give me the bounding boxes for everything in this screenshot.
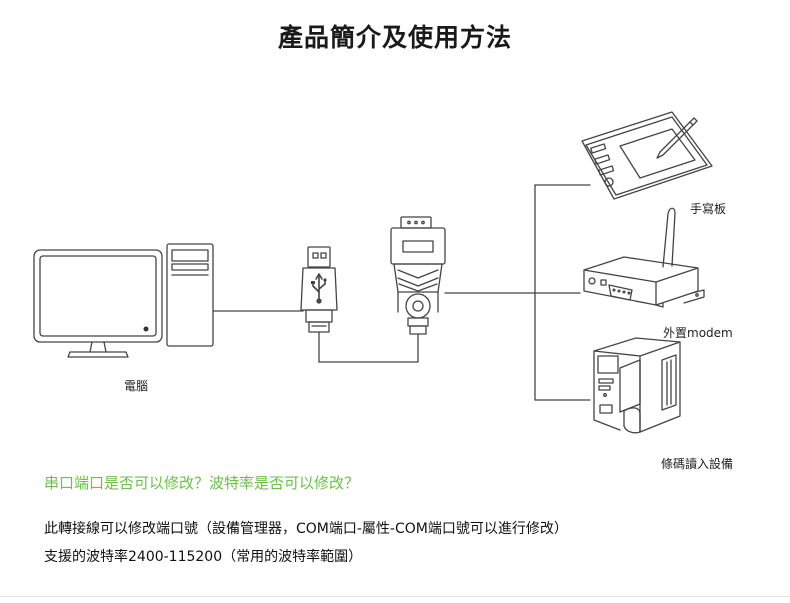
monitor-icon: [33, 249, 163, 358]
antenna-icon: [662, 207, 676, 268]
bottom-divider: [0, 596, 790, 597]
stylus-icon: [656, 117, 698, 159]
pc-tower-icon: [166, 243, 214, 347]
tablet-label: 手寫板: [690, 202, 727, 216]
computer-label: 電腦: [124, 379, 149, 393]
description-line-2: 支援的波特率2400-115200（常用的波特率範圍）: [44, 549, 363, 565]
faq-question: 串口端口是否可以修改？波特率是否可以修改？: [44, 474, 360, 492]
usb-plug-icon: [300, 246, 338, 363]
db9-connector-icon: [390, 216, 446, 335]
graphics-tablet-icon: [581, 111, 713, 200]
barcode-printer-icon: [593, 337, 681, 434]
serial-link-cable: [318, 333, 419, 363]
modem-icon: [583, 256, 705, 308]
page-title: 產品簡介及使用方法: [277, 23, 512, 52]
description-line-1: 此轉接線可以修改端口號（設備管理器，COM端口-屬性-COM端口號可以進行修改）: [44, 521, 568, 537]
usb-symbol-icon: [311, 273, 327, 304]
barcode-device-label: 條碼讀入設備: [661, 457, 734, 471]
modem-label: 外置modem: [663, 326, 733, 340]
